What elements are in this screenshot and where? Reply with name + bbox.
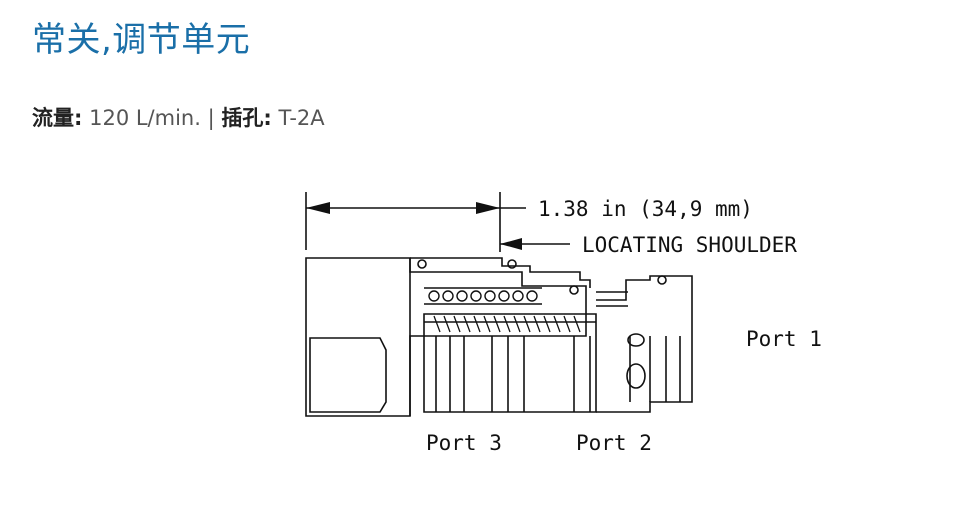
port2-label: Port 2	[576, 431, 652, 455]
cartridge-drawing-svg: 1.38 in (34,9 mm) LOCATING SHOULDER Port…	[305, 192, 822, 455]
port1-opening	[626, 363, 646, 389]
o-ring	[657, 275, 667, 285]
flow-label: 流量:	[32, 106, 83, 130]
page-title: 常关,调节单元	[32, 20, 251, 60]
o-ring	[507, 259, 517, 269]
nose-end	[596, 275, 693, 413]
o-ring	[417, 259, 427, 269]
port1-opening-small	[627, 333, 645, 347]
hex-nut	[309, 337, 387, 413]
dimension-arrow-left	[306, 202, 330, 214]
spec-separator: |	[207, 106, 215, 130]
spool-coil-band	[433, 315, 581, 333]
cavity-value: T-2A	[278, 106, 325, 130]
port3-label: Port 3	[426, 431, 502, 455]
cartridge-drawing: 1.38 in (34,9 mm) LOCATING SHOULDER Port…	[290, 180, 850, 470]
o-ring	[569, 285, 579, 295]
upper-profile	[410, 257, 591, 288]
dimension-label: 1.38 in (34,9 mm)	[538, 197, 753, 221]
flow-value: 120 L/min.	[89, 106, 201, 130]
shoulder-arrow	[500, 238, 522, 250]
port1-label: Port 1	[746, 327, 822, 351]
dimension-arrow-right	[476, 202, 500, 214]
spec-line: 流量: 120 L/min. | 插孔: T-2A	[32, 102, 325, 132]
spring-coils	[428, 290, 538, 302]
cavity-label: 插孔:	[221, 106, 272, 130]
shoulder-label: LOCATING SHOULDER	[582, 233, 797, 257]
cartridge-body-outline	[305, 257, 587, 417]
